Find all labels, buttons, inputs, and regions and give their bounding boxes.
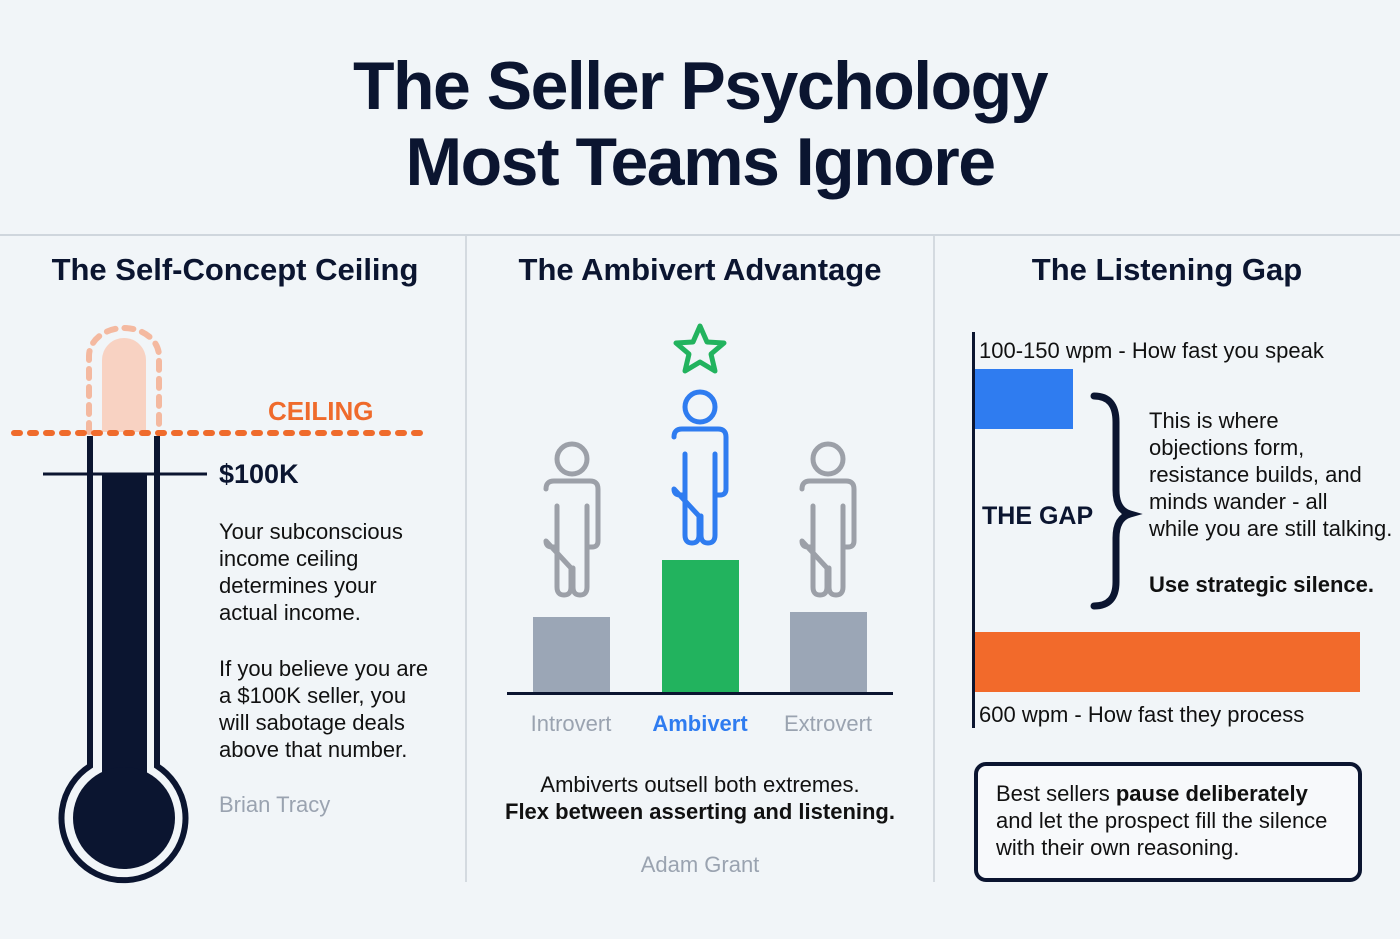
panel-title-listening-gap: The Listening Gap [1031,252,1303,287]
ambivert-figure-icon [671,389,729,546]
extrovert-figure-icon [799,441,857,598]
text-line: minds wander - all [1149,489,1328,514]
text-line: determines your [219,573,377,598]
process-rate-label: 600 wpm - How fast they process [979,702,1305,727]
bar-extrovert [790,612,867,693]
star-icon [673,323,727,374]
title-line-1: The Seller Psychology [352,48,1049,124]
text-line: will sabotage deals [219,710,405,735]
column-divider-2 [933,236,935,882]
ambivert-caption: Ambiverts outsell both extremes. Flex be… [466,771,934,825]
text-line: while you are still talking. [1149,516,1393,541]
text-line: a $100K seller, you [219,683,407,708]
text-line: This is where [1149,408,1279,433]
title-line-2: Most Teams Ignore [405,124,996,200]
label-extrovert: Extrovert [783,711,873,736]
text-line: resistance builds, and [1149,462,1362,487]
bar-ambivert [662,560,739,693]
callout-line-1: Best sellers pause deliberately [996,780,1340,807]
callout-line-3: with their own reasoning. [996,835,1240,860]
attribution-brian-tracy: Brian Tracy [219,792,331,817]
curly-brace-icon [1090,392,1143,610]
bar-process-rate [975,632,1360,692]
bar-baseline [507,692,893,695]
text-line: actual income. [219,600,361,625]
bar-introvert [533,617,610,693]
text-line: income ceiling [219,546,359,571]
self-concept-paragraph-1: Your subconscious income ceiling determi… [219,518,403,626]
label-ambivert: Ambivert [652,711,748,736]
column-divider-1 [465,236,467,882]
callout-line-2: and let the prospect fill the silence [996,808,1328,833]
tip-callout: Best sellers pause deliberately and let … [974,762,1362,882]
gap-label: THE GAP [982,502,1094,530]
caption-line-2: Flex between asserting and listening. [505,799,895,824]
text-line: Your subconscious [219,519,403,544]
attribution-adam-grant: Adam Grant [640,852,760,877]
self-concept-paragraph-2: If you believe you are a $100K seller, y… [219,655,428,763]
introvert-figure-icon [543,441,601,598]
text-line: objections form, [1149,435,1305,460]
callout-emphasis: pause deliberately [1115,781,1308,806]
header-divider [0,234,1400,236]
speak-rate-label: 100-150 wpm - How fast you speak [979,338,1324,363]
label-introvert: Introvert [530,711,612,736]
panel-title-ambivert: The Ambivert Advantage [518,252,882,287]
text-line: above that number. [219,737,408,762]
caption-line-1: Ambiverts outsell both extremes. [540,772,860,797]
gap-description: This is where objections form, resistanc… [1149,407,1392,542]
panel-title-self-concept: The Self-Concept Ceiling [51,252,419,287]
page-title: The Seller Psychology Most Teams Ignore [0,48,1400,200]
thermometer-icon [11,325,431,884]
gap-cta: Use strategic silence. [1149,572,1375,597]
level-label: $100K [219,459,299,489]
ceiling-label: CEILING [268,396,374,426]
callout-prefix: Best sellers [996,781,1116,806]
text-line: If you believe you are [219,656,429,681]
gap-axis-line [972,332,975,728]
bar-speak-rate [975,369,1073,429]
